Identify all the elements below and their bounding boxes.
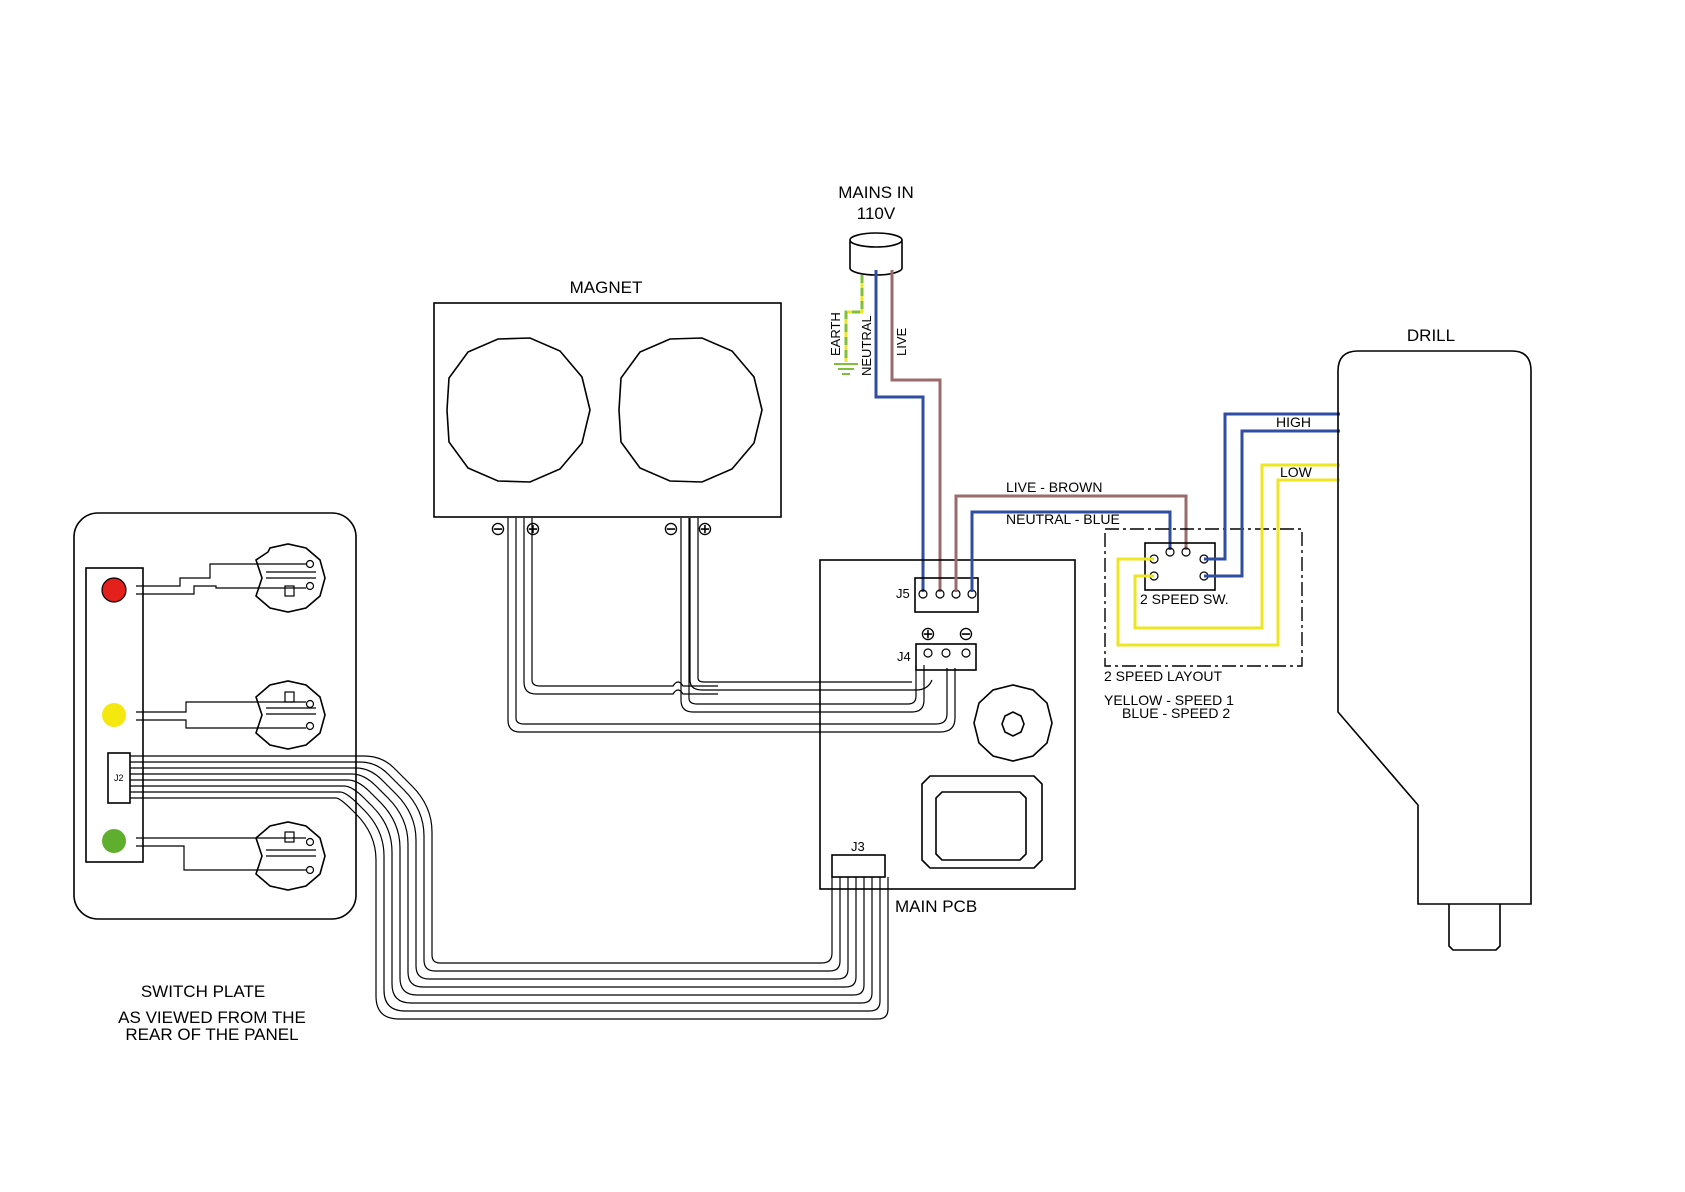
mains-plug-body (850, 233, 902, 275)
pcb-transformer-core (936, 792, 1026, 860)
drill-chuck (1449, 904, 1500, 950)
high-speed-blue-wire-1 (1204, 414, 1340, 559)
two-speed-sw-label: 2 SPEED SW. (1140, 591, 1229, 607)
mains-in-label: MAINS IN (838, 183, 914, 202)
magnet-left-minus-terminal: ⊖ (490, 519, 506, 540)
magnet-right-minus-terminal: ⊖ (663, 519, 679, 540)
j5-label: J5 (896, 586, 910, 601)
switch-plate-label: SWITCH PLATE (141, 982, 265, 1001)
j2-label: J2 (114, 773, 124, 783)
j4-plus-terminal: ⊕ (920, 624, 936, 645)
magnet-coil-left (447, 338, 590, 482)
two-speed-switch-body (1145, 543, 1215, 590)
j4-pin-2 (942, 649, 950, 657)
magnet-label: MAGNET (570, 278, 643, 297)
j4-minus-terminal: ⊖ (958, 624, 974, 645)
blue-speed-2-label: BLUE - SPEED 2 (1122, 705, 1230, 721)
earth-wire: EARTH (828, 275, 862, 374)
main-pcb-label: MAIN PCB (895, 897, 977, 916)
yellow-indicator-lamp (102, 703, 126, 727)
drill-motor: DRILL (1338, 326, 1531, 950)
earth-ground-icon (834, 364, 858, 374)
high-label: HIGH (1276, 414, 1311, 430)
magnet-housing (434, 303, 781, 517)
pcb-round-component-center (1002, 712, 1024, 736)
magnet-to-j4-wires (508, 518, 955, 732)
live-brown-label: LIVE - BROWN (1006, 479, 1102, 495)
j4-label: J4 (897, 649, 911, 664)
j3-connector (832, 855, 885, 877)
rotary-switch-3 (136, 822, 325, 890)
pcb-transformer (922, 776, 1042, 868)
live-label: LIVE (894, 327, 909, 356)
rotary-switch-2 (136, 681, 325, 749)
magnet-coil-right (619, 338, 762, 482)
mains-live-wire (892, 270, 940, 592)
pcb-round-component (974, 685, 1052, 761)
earth-label: EARTH (828, 312, 843, 356)
magnet-unit: MAGNET ⊖ ⊕ ⊖ ⊕ (434, 278, 781, 540)
j3-label: J3 (851, 839, 865, 854)
magnet-right-plus-terminal: ⊕ (697, 519, 713, 540)
mains-voltage-label: 110V (857, 204, 896, 223)
switch-plate-note-line-2: REAR OF THE PANEL (125, 1025, 298, 1044)
red-indicator-lamp (102, 578, 126, 602)
switch-plate: J2 (74, 513, 356, 1044)
neutral-blue-label: NEUTRAL - BLUE (1006, 511, 1120, 527)
neutral-label: NEUTRAL (859, 315, 874, 376)
drill-label: DRILL (1407, 326, 1455, 345)
two-speed-layout-label: 2 SPEED LAYOUT (1104, 668, 1222, 684)
j4-pin-3 (962, 649, 970, 657)
magnet-left-plus-terminal: ⊕ (525, 519, 541, 540)
drill-body (1338, 351, 1531, 904)
green-indicator-lamp (102, 829, 126, 853)
low-label: LOW (1280, 464, 1313, 480)
rotary-switch-1 (136, 544, 325, 612)
j4-pin-1 (924, 649, 932, 657)
ribbon-cable (130, 756, 888, 1019)
mains-inlet: MAINS IN 110V (838, 183, 914, 275)
main-pcb: MAIN PCB J5 ⊕ ⊖ J4 J3 (820, 560, 1075, 916)
mains-neutral-wire (876, 270, 923, 592)
